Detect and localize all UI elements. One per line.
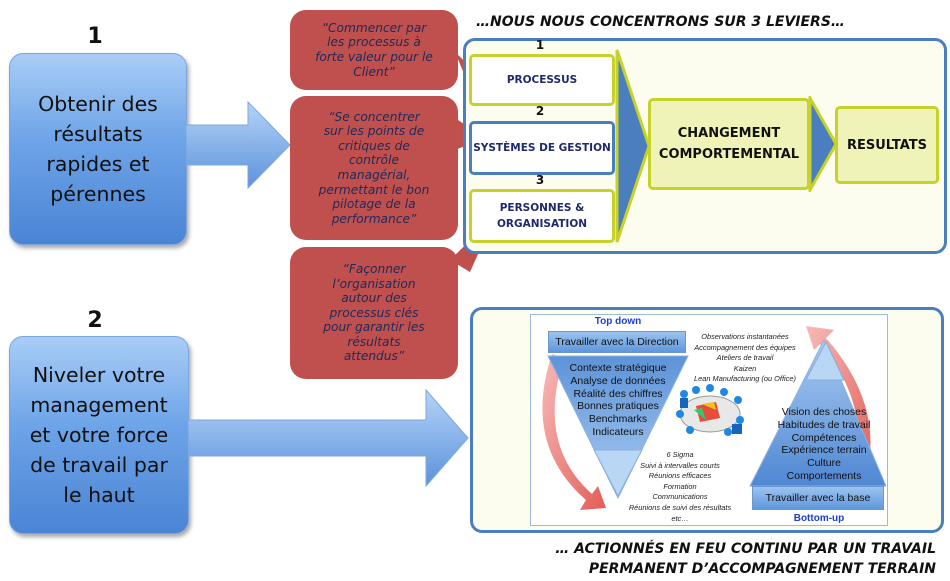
levers-chevron-1: [615, 49, 651, 243]
bubble-processus: “Commencer par les processus à forte val…: [290, 10, 458, 90]
bottom-up-label: Bottom-up: [793, 513, 845, 524]
top-down-label: Top down: [594, 316, 642, 327]
section1-label: Obtenir des résultats rapides et pérenne…: [38, 92, 158, 206]
results-box: RESULTATS: [835, 106, 939, 184]
lever-personnes: PERSONNES & ORGANISATION: [469, 189, 615, 243]
section2-number: 2: [87, 308, 103, 333]
section2-arrow: [188, 388, 469, 488]
section1-arrow: [186, 100, 291, 190]
section2-label: Niveler votre management et votre force …: [29, 363, 169, 507]
bottom-bar-base: Travailler avec la base: [752, 486, 884, 510]
levers-heading: …NOUS NOUS CONCENTRONS SUR 3 LEVIERS…: [476, 14, 845, 30]
top-bar-direction: Travailler avec la Direction: [548, 331, 686, 353]
lever1-number: 1: [535, 38, 545, 52]
levers-chevron-2: [808, 96, 838, 192]
top-down-triangle: [547, 355, 689, 500]
change-box: CHANGEMENT COMPORTEMENTAL: [648, 98, 810, 190]
bubble-organisation: “Façonner l’organisation autour des proc…: [290, 247, 458, 379]
bubble-systemes: “Se concentrer sur les points de critiqu…: [290, 96, 458, 240]
bottom-up-items: Vision des choses Habitudes de travail C…: [777, 406, 871, 482]
approach-graphic: [542, 326, 886, 510]
footer-caption: … ACTIONNÉS EN FEU CONTINU PAR UN TRAVAI…: [555, 541, 936, 577]
practices-top: Observations instantanées Accompagnement…: [694, 332, 796, 384]
lever2-number: 2: [535, 104, 545, 118]
top-down-items: Contexte stratégique Analyse de données …: [569, 362, 667, 438]
lever-processus: PROCESSUS: [469, 54, 615, 106]
practices-bottom: 6 Sigma Suivi à intervalles courts Réuni…: [628, 450, 732, 523]
lever3-number: 3: [535, 173, 545, 187]
meeting-icon: [676, 384, 744, 436]
section2-box: Niveler votre management et votre force …: [9, 336, 189, 534]
top-down-curve-arrow: [542, 354, 606, 510]
lever-systemes: SYSTÈMES DE GESTION: [469, 121, 615, 175]
section1-number: 1: [87, 24, 103, 49]
